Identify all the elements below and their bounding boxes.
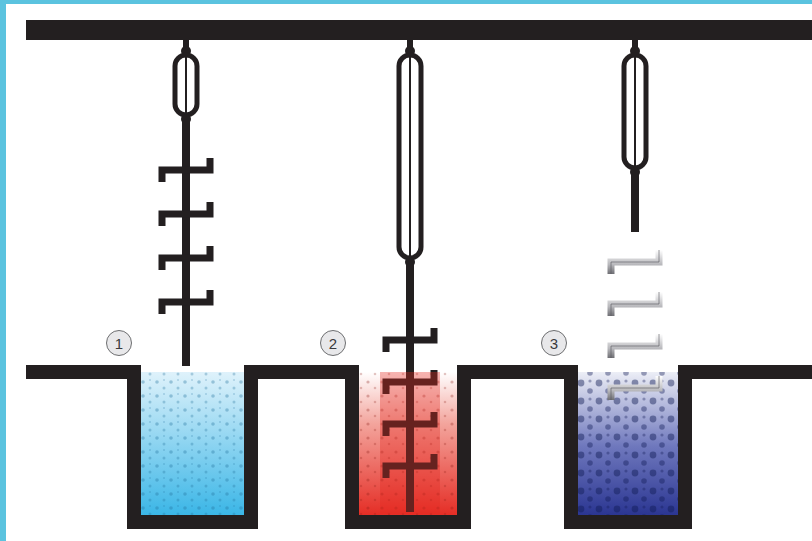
rack-hanger: [162, 38, 210, 366]
callout-number: 1: [106, 330, 132, 356]
rack-hanger: [611, 38, 659, 428]
callout-number: 2: [320, 330, 346, 356]
liquid-tint: [380, 372, 440, 514]
callout-number: 3: [541, 330, 567, 356]
